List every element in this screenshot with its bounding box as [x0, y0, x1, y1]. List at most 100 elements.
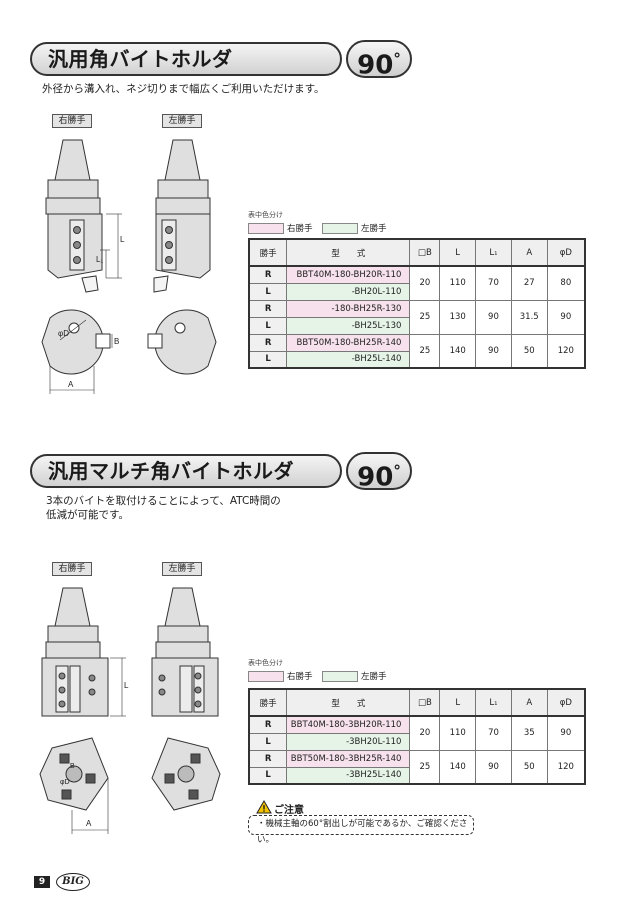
header-L: L	[439, 688, 477, 717]
section2-description-line2: 低減が可能です。	[46, 509, 129, 521]
section1-angle-value: 90	[357, 50, 394, 81]
section2-angle-value: 90	[357, 462, 394, 493]
header-L: L	[439, 238, 477, 267]
section2-legend-left-label: 左勝手	[361, 672, 387, 682]
section2-holder-drawing: L B φD A	[39, 587, 221, 834]
section1-right-hand-label: 右勝手	[52, 114, 92, 128]
right-hand-swatch	[248, 670, 284, 682]
header-L1: L₁	[475, 688, 512, 717]
section1-dim-B: B	[114, 337, 119, 346]
row-hand: R	[248, 299, 288, 318]
section1-legend-right-label: 右勝手	[287, 224, 313, 234]
section2-dim-B: B	[70, 763, 75, 770]
row-hand: L	[248, 316, 288, 335]
section1-legend-left: 左勝手	[322, 222, 387, 234]
section2-legend-left: 左勝手	[322, 670, 387, 682]
row-model: -BH25L-140	[286, 350, 411, 369]
header-L1: L₁	[475, 238, 512, 267]
cell-D: 120	[546, 333, 586, 369]
section1-holder-drawing: L L₁ B φD A	[41, 139, 217, 394]
cell-A: 27	[510, 265, 548, 301]
table-row: L -BH20L-110	[248, 282, 585, 301]
section1-angle-badge: 90°	[346, 40, 412, 81]
table-row: R -180-BH25R-130 25 130 90 31.5 90	[248, 299, 586, 335]
header-B: □B	[409, 688, 441, 717]
header-hand: 勝手	[248, 688, 288, 717]
row-model: -3BH20L-110	[286, 732, 411, 751]
cell-L: 140	[439, 333, 477, 369]
cell-D: 120	[546, 749, 586, 785]
table-row: R BBT50M-180-BH25R-140 25 140 90 50 120	[248, 333, 586, 369]
section1-title: 汎用角バイトホルダ	[30, 42, 342, 76]
cell-B: 20	[409, 265, 441, 301]
section2-legend-right-label: 右勝手	[287, 672, 313, 682]
table-row: R BBT40M-180-3BH20R-110 20 110 70 35 90	[248, 715, 586, 751]
cell-L: 110	[439, 265, 477, 301]
cell-L1: 70	[475, 265, 512, 301]
section2-table-header: 勝手 型 式 □B L L₁ A φD	[248, 688, 586, 717]
header-hand: 勝手	[248, 238, 288, 267]
cell-D: 90	[546, 715, 586, 751]
cell-L1: 90	[475, 749, 512, 785]
cell-B: 20	[409, 715, 441, 751]
section2-description: 3本のバイトを取付けることによって、ATC時間の 低減が可能です。	[46, 494, 281, 522]
section1-dim-D: φD	[58, 329, 69, 338]
cell-B: 25	[409, 299, 441, 335]
section2-dim-L: L	[124, 681, 129, 690]
cell-L1: 70	[475, 715, 512, 751]
table-row: L -3BH25L-140	[248, 766, 585, 785]
table-row: R BBT50M-180-3BH25R-140 25 140 90 50 120	[248, 749, 586, 785]
brand-logo: BIG	[56, 873, 90, 891]
section1-spec-table: 勝手 型 式 □B L L₁ A φD R BBT40M-180-BH20R-1…	[248, 238, 586, 369]
section1-angle-unit: °	[393, 50, 401, 68]
section1-table-header: 勝手 型 式 □B L L₁ A φD	[248, 238, 586, 267]
header-A: A	[510, 238, 548, 267]
section2-dim-A: A	[86, 819, 92, 828]
section1-dim-L1: L₁	[96, 255, 103, 264]
header-model: 型 式	[286, 688, 411, 717]
section1-left-hand-label: 左勝手	[162, 114, 202, 128]
header-B: □B	[409, 238, 441, 267]
section2-right-hand-label: 右勝手	[52, 562, 92, 576]
section2-dim-D: φD	[60, 779, 70, 786]
cell-D: 80	[546, 265, 586, 301]
row-model: -BH25L-130	[286, 316, 411, 335]
section2-title: 汎用マルチ角バイトホルダ	[30, 454, 342, 488]
section1-description: 外径から溝入れ、ネジ切りまで幅広くご利用いただけます。	[42, 83, 325, 95]
section2-legend-right: 右勝手	[248, 670, 313, 682]
row-hand: R	[248, 749, 288, 768]
cell-L1: 90	[475, 299, 512, 335]
cell-L: 130	[439, 299, 477, 335]
cell-L: 110	[439, 715, 477, 751]
section2-spec-table: 勝手 型 式 □B L L₁ A φD R BBT40M-180-3BH20R-…	[248, 688, 586, 785]
header-D: φD	[546, 238, 586, 267]
cell-A: 50	[510, 749, 548, 785]
section1-dim-A: A	[68, 380, 74, 389]
cell-B: 25	[409, 333, 441, 369]
caution-box: ・機械主軸の60°割出しが可能であるか、ご確認ください。	[248, 815, 474, 845]
row-hand: R	[248, 715, 288, 734]
left-hand-swatch	[322, 670, 358, 682]
row-model: BBT50M-180-3BH25R-140	[286, 749, 411, 768]
section2-legend-note: 表中色分け	[248, 659, 283, 667]
cell-L: 140	[439, 749, 477, 785]
section2-left-hand-label: 左勝手	[162, 562, 202, 576]
row-model: BBT40M-180-BH20R-110	[286, 265, 411, 284]
section1-legend-left-label: 左勝手	[361, 224, 387, 234]
page-number: 9	[34, 876, 50, 888]
row-model: -3BH25L-140	[286, 766, 411, 785]
row-model: BBT40M-180-3BH20R-110	[286, 715, 411, 734]
section2-angle-badge: 90°	[346, 452, 412, 493]
cell-L1: 90	[475, 333, 512, 369]
section2-angle-unit: °	[393, 462, 401, 480]
left-hand-swatch	[322, 222, 358, 234]
caution-title: ご注意	[274, 805, 304, 816]
header-A: A	[510, 688, 548, 717]
cell-A: 35	[510, 715, 548, 751]
warning-icon	[256, 800, 272, 814]
row-hand: L	[248, 282, 288, 301]
right-hand-swatch	[248, 222, 284, 234]
section2-title-text: 汎用マルチ角バイトホルダ	[48, 459, 294, 483]
cell-D: 90	[546, 299, 586, 335]
table-row: L -BH25L-140	[248, 350, 585, 369]
